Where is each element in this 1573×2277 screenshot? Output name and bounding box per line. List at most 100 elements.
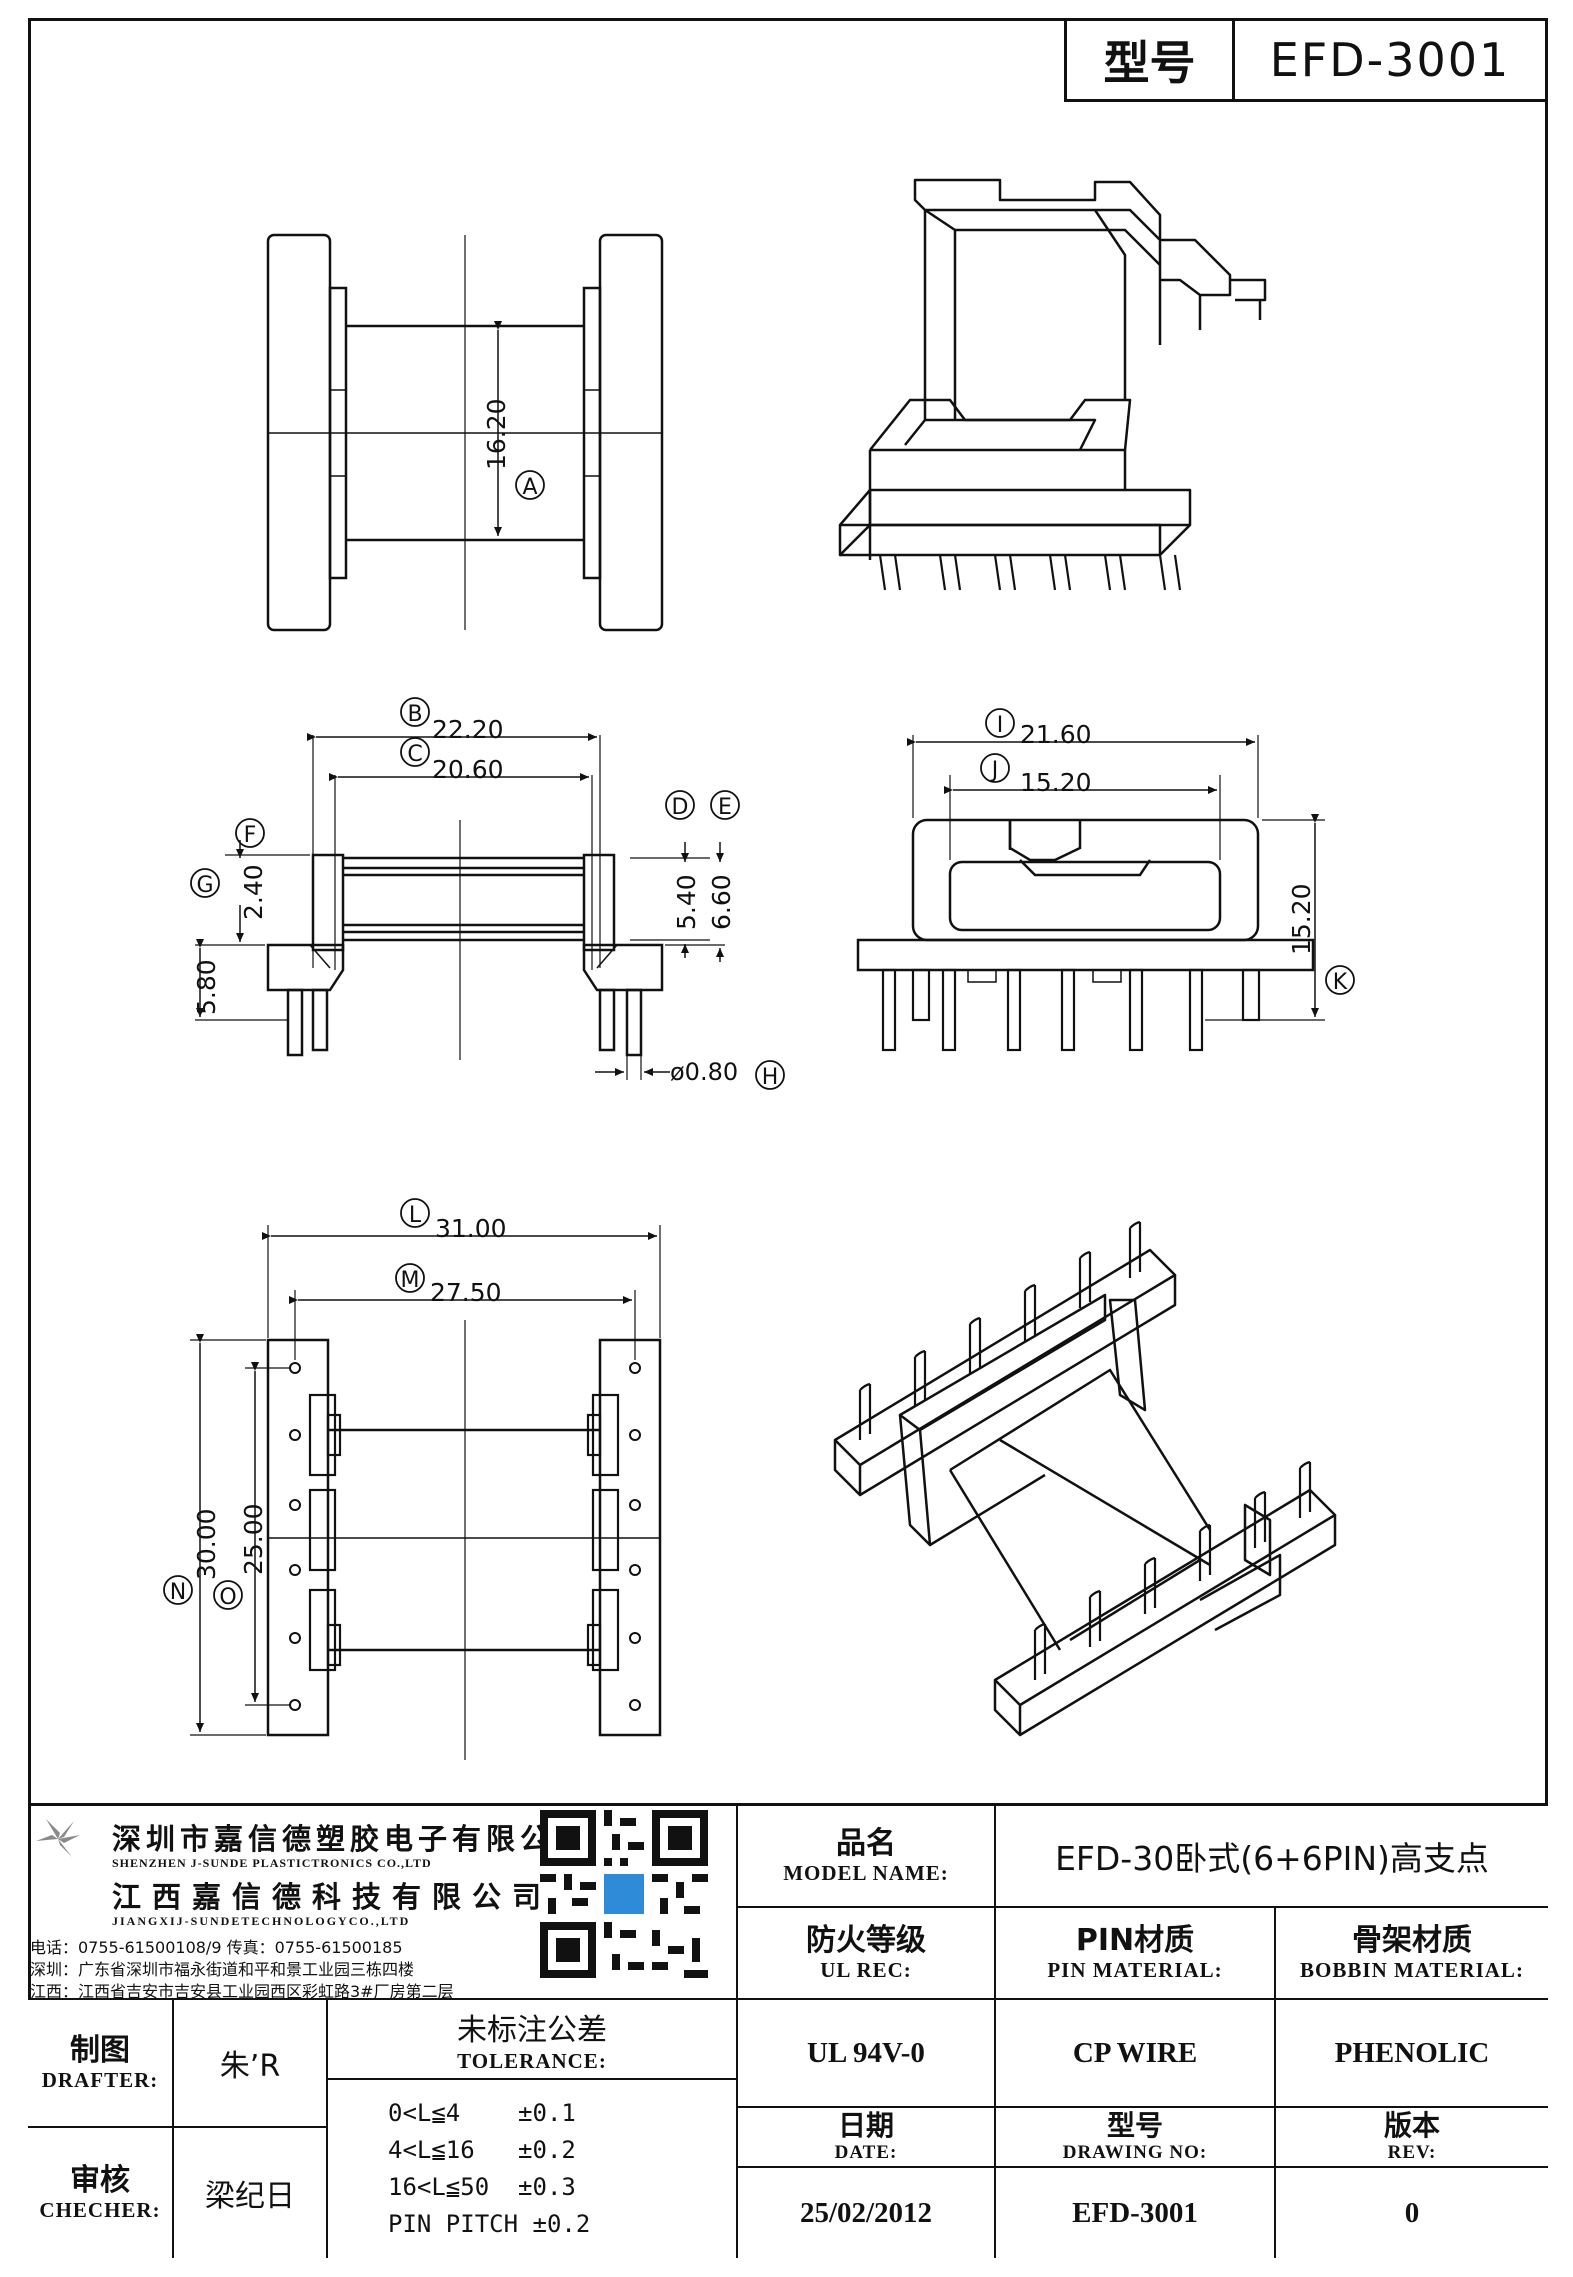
tolerance-label-cell: 未标注公差 TOLERANCE: [326, 1998, 738, 2080]
dim-e-value: 6.60 [707, 874, 736, 930]
tolerance-table-cell: 0<L≦4 ±0.1 4<L≦16 ±0.2 16<L≦50 ±0.3 PIN … [326, 2078, 738, 2258]
dim-n-value: 30.00 [192, 1508, 221, 1580]
rev-label-en: REV: [1387, 2142, 1437, 2164]
drawing-no-label-cell: 型号 DRAWING NO: [994, 2106, 1276, 2168]
drafter-label-en: DRAFTER: [41, 2068, 159, 2093]
dim-d-value: 5.40 [672, 874, 701, 930]
dim-i-marker-text: I [997, 713, 1004, 738]
dim-m-marker-text: M [401, 1268, 420, 1293]
drafter-label-cn: 制图 [70, 2032, 130, 2068]
pin-material-label-cn: PIN材质 [1075, 1922, 1195, 1958]
dim-d-marker-text: D [672, 795, 689, 820]
model-name-label-cn: 品名 [836, 1825, 896, 1861]
drawing-no-label-cn: 型号 [1106, 2108, 1163, 2142]
model-name-label-en: MODEL NAME: [783, 1861, 949, 1886]
dim-h-value: ø0.80 [670, 1058, 738, 1086]
drafter-value-cell: 朱’R [172, 1998, 328, 2128]
dim-h-marker-text: H [762, 1065, 779, 1090]
front-view: 21.60 15.20 I J 15.20 K [856, 708, 1355, 1052]
qr-code [540, 1810, 708, 1978]
technical-drawing: 16.20 A [163, 178, 1355, 1760]
bobbin-material-value: PHENOLIC [1334, 2036, 1490, 2069]
ul-label-en: UL REC: [820, 1958, 912, 1983]
dim-k-marker-text: K [1333, 970, 1348, 995]
dim-b-value: 22.20 [432, 715, 504, 744]
ul-value: UL 94V-0 [807, 2036, 925, 2069]
date-label-en: DATE: [834, 2142, 898, 2164]
tolerance-label-en: TOLERANCE: [457, 2048, 607, 2073]
type-value: EFD-3001 [1269, 32, 1511, 87]
iso-lower-pins [858, 1220, 1312, 1680]
ul-label-cell: 防火等级 UL REC: [736, 1906, 996, 2000]
dim-a-marker-text: A [522, 475, 537, 500]
top-view: 16.20 A [266, 233, 664, 632]
ul-value-cell: UL 94V-0 [736, 1998, 996, 2108]
dim-g-marker-text: G [196, 873, 213, 898]
rev-value: 0 [1404, 2196, 1420, 2229]
tolerance-line-1: 0<L≦4 ±0.1 [388, 2099, 576, 2127]
pin-material-value-cell: CP WIRE [994, 1998, 1276, 2108]
dim-m-marker [395, 1263, 425, 1293]
bobbin-material-label-en: BOBBIN MATERIAL: [1300, 1958, 1524, 1983]
company-address-shenzhen: 深圳：广东省深圳市福永街道和平和景工业园三栋四楼 [30, 1960, 415, 1979]
dim-i-value: 21.60 [1020, 720, 1092, 749]
dim-l-marker [400, 1198, 430, 1228]
company-phone: 电话：0755-61500108/9 传真：0755-61500185 [30, 1938, 403, 1957]
dim-b-marker [400, 697, 430, 727]
dim-a-marker [515, 470, 545, 500]
checker-label-cn: 审核 [70, 2162, 130, 2198]
dim-b-marker-text: B [407, 702, 422, 727]
dim-c-marker-text: C [407, 742, 422, 767]
date-label-cn: 日期 [837, 2108, 894, 2142]
company-name-en: SHENZHEN J-SUNDE PLASTICTRONICS CO.,LTD [112, 1856, 432, 1870]
company2-name-en: JIANGXIJ-SUNDETECHNOLOGYCO.,LTD [112, 1914, 411, 1928]
dim-e-marker [710, 790, 740, 820]
pin-material-label-en: PIN MATERIAL: [1047, 1958, 1223, 1983]
type-header: 型号 EFD-3001 [1064, 20, 1548, 102]
date-value: 25/02/2012 [799, 2196, 933, 2229]
drawing-no-label-en: DRAWING NO: [1062, 2142, 1208, 2164]
pin-material-value: CP WIRE [1072, 2036, 1198, 2069]
dim-n-marker-text: N [170, 1580, 186, 1605]
drafter-label-cell: 制图 DRAFTER: [28, 1998, 174, 2128]
dim-f-marker [235, 818, 265, 848]
bobbin-material-label-cell: 骨架材质 BOBBIN MATERIAL: [1274, 1906, 1548, 2000]
dim-h-marker [755, 1060, 785, 1090]
checker-value-cell: 梁纪日 [172, 2126, 328, 2258]
dim-m-value: 27.50 [430, 1278, 502, 1307]
dim-l-value: 31.00 [435, 1214, 507, 1243]
dim-j-marker [980, 753, 1010, 783]
company-address-jiangxi: 江西：江西省吉安市吉安县工业园西区彩虹路3#厂房第二层 [30, 1982, 454, 2001]
checker-value: 梁纪日 [205, 2179, 295, 2214]
bottom-view-pads [308, 1393, 620, 1672]
type-label: 型号 [1067, 20, 1235, 99]
model-name-label-cell: 品名 MODEL NAME: [736, 1806, 996, 1908]
model-name-value: EFD-30卧式(6+6PIN)高支点 [1055, 1839, 1489, 1878]
rev-label-cn: 版本 [1383, 2108, 1440, 2142]
iso-upper-pins [878, 554, 1182, 591]
dim-a-value: 16.20 [482, 398, 511, 470]
bobbin-material-label-cn: 骨架材质 [1352, 1922, 1472, 1958]
rev-value-cell: 0 [1274, 2166, 1548, 2258]
rev-label-cell: 版本 REV: [1274, 2106, 1548, 2168]
model-name-value-cell: EFD-30卧式(6+6PIN)高支点 [994, 1806, 1548, 1908]
dim-o-value: 25.00 [239, 1503, 268, 1575]
dim-o-marker [213, 1580, 243, 1610]
company-name-cn: 深圳市嘉信德塑胶电子有限公司 [112, 1822, 589, 1856]
dim-g-marker [190, 868, 220, 898]
dim-f-marker-text: F [244, 823, 257, 848]
dim-g-value: 5.80 [192, 959, 221, 1015]
company2-name-cn: 江西嘉信德科技有限公司 [112, 1880, 553, 1914]
dim-j-marker-text: J [990, 758, 999, 783]
ul-label-cn: 防火等级 [806, 1922, 926, 1958]
dim-c-marker [400, 737, 430, 767]
front-view-pins [881, 968, 1261, 1052]
dim-k-marker [1325, 965, 1355, 995]
dim-e-marker-text: E [718, 795, 732, 820]
tolerance-line-4: PIN PITCH ±0.2 [388, 2210, 591, 2238]
iso-view-upper [838, 178, 1267, 591]
tolerance-line-3: 16<L≦50 ±0.3 [388, 2173, 576, 2201]
dim-l-marker-text: L [409, 1203, 422, 1228]
checker-label-cell: 审核 CHECHER: [28, 2126, 174, 2258]
